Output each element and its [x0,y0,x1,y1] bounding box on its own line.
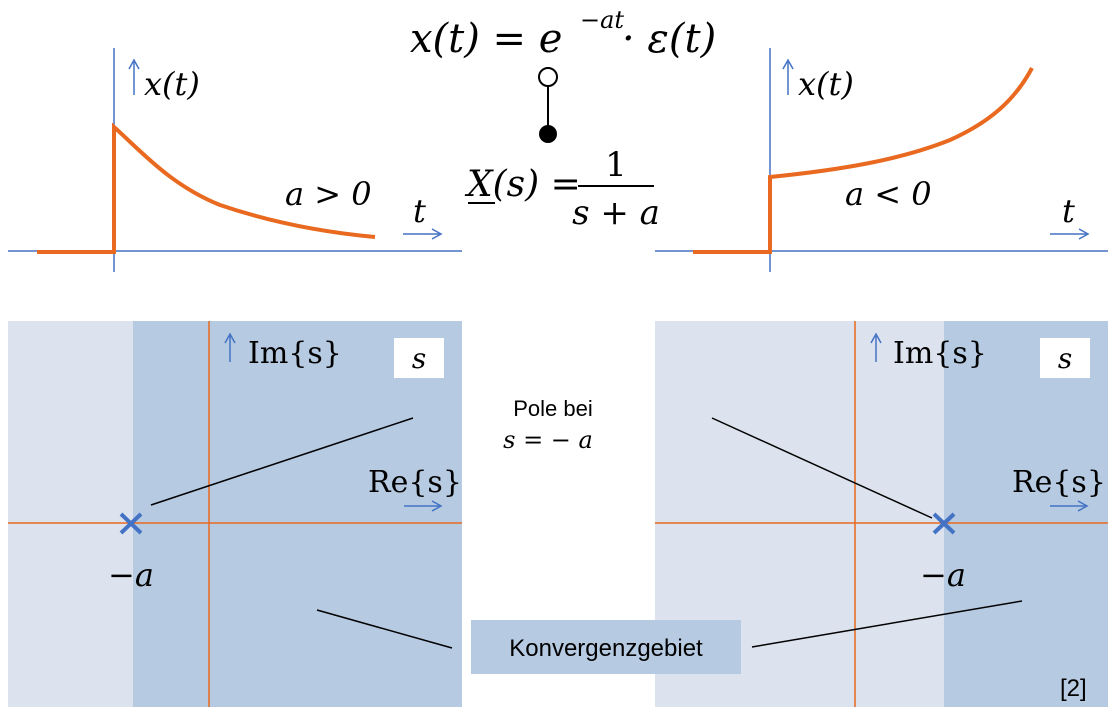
region-label-box [471,620,741,674]
convergence-region-right [944,321,1108,707]
pole-note-line1: Pole bei [513,396,593,421]
s-box-label-left: s [412,342,426,375]
s-plane-left: Im{s} s Re{s} −a [8,321,462,707]
formula-rhs: · ε(t) [622,16,716,62]
transform-denominator: s + a [572,193,660,233]
time-plot-right: x(t) t a < 0 [655,48,1108,272]
time-domain-formula: x(t) = e −at · ε(t) [410,6,716,62]
reference-label: [2] [1060,675,1087,702]
condition-left: a > 0 [285,175,372,213]
up-arrowhead-icon [224,332,236,344]
ylabel-right: x(t) [798,65,854,103]
time-plot-left: x(t) t a > 0 [8,48,462,272]
correspondence-symbol [538,67,558,143]
xlabel-left: t [413,192,426,230]
ylabel-left: x(t) [144,65,200,103]
growing-signal-curve [693,67,1034,254]
im-label-left: Im{s} [248,336,342,371]
filled-circle-icon [539,125,557,143]
formula-exponent: −at [580,6,624,34]
xlabel-right: t [1062,192,1075,230]
right-arrowhead-icon [431,228,443,240]
pole-cross-icon [932,512,956,535]
pole-note: Pole bei s = − a [503,396,593,454]
pole-label-right: −a [920,556,966,594]
right-arrowhead-icon [1077,500,1089,512]
re-label-left: Re{s} [368,465,462,500]
s-box-label-right: s [1058,342,1072,375]
right-arrowhead-icon [431,500,443,512]
transform-lhs: X(s) = [464,164,581,205]
region-label: Konvergenzgebiet [509,635,703,662]
formula-lhs: x(t) = e [410,16,562,62]
s-box-left [394,338,444,378]
pole-cross-icon [119,512,143,535]
leader-line-pole-left [150,417,414,506]
open-circle-icon [538,67,558,87]
im-label-right: Im{s} [893,336,987,371]
decaying-signal-curve [37,122,376,254]
right-arrowhead-icon [1078,228,1090,240]
leader-line-region-left [316,609,453,649]
re-label-right: Re{s} [1012,465,1106,500]
convergence-region-left [133,321,462,707]
leader-line-pole-right [711,417,933,519]
transform-numerator: 1 [605,145,627,185]
up-arrowhead-icon [128,58,140,70]
condition-right: a < 0 [845,175,932,213]
up-arrowhead-icon [782,58,794,70]
leader-line-region-right [751,600,1023,648]
laplace-formula: X(s) = 1 s + a [464,145,660,233]
s-box-right [1040,338,1090,378]
pole-note-line2: s = − a [503,426,593,454]
up-arrowhead-icon [870,332,882,344]
pole-label-left: −a [108,556,154,594]
